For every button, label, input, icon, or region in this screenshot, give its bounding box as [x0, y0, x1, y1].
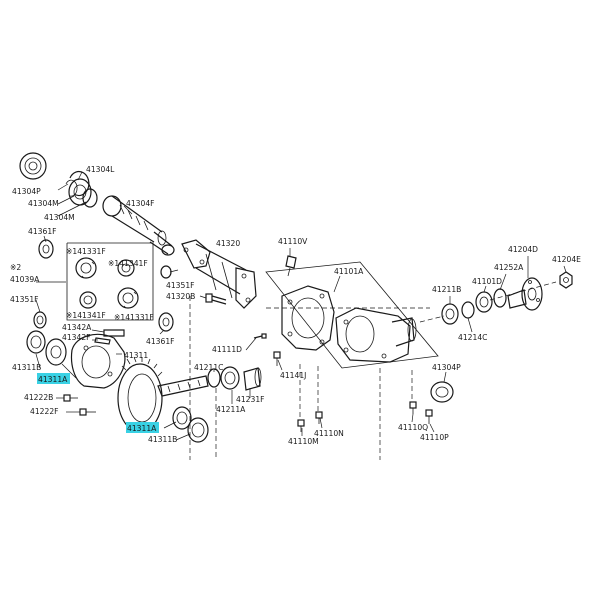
label-41342f[interactable]: 41342F [62, 333, 91, 342]
spacer-41304m[interactable] [82, 188, 98, 208]
bolt-41320b[interactable] [205, 293, 227, 305]
label-41311a-bottom[interactable]: 41311A [127, 424, 157, 433]
bolt-41110n[interactable] [315, 411, 323, 424]
label-41331f-b[interactable]: ※141331F [114, 313, 154, 322]
pinion-gear-41341f-b[interactable] [79, 291, 97, 309]
label-41304m-a[interactable]: 41304M [28, 199, 59, 208]
highlight-41311a-bottom [126, 422, 159, 433]
bolt-41110q[interactable] [409, 401, 417, 414]
carrier-housing-half-b[interactable] [335, 307, 417, 363]
label-41311b-left[interactable]: 41311B [12, 363, 41, 372]
bearing-cone-41311a-left[interactable] [45, 338, 67, 366]
label-41320b[interactable]: 41320B [166, 292, 195, 301]
bearing-41211b[interactable] [441, 303, 459, 325]
label-41331f-a[interactable]: ※141331F [66, 247, 106, 256]
axle-tube-41320[interactable] [181, 239, 257, 309]
washer-41361f-mid[interactable] [158, 312, 174, 332]
bearing-cup-41311b-left[interactable] [26, 330, 46, 354]
leader-lines [35, 171, 567, 441]
flange-41204d[interactable] [507, 277, 543, 311]
bearing-cone-41311a-bottom[interactable] [172, 406, 192, 430]
label-41211b[interactable]: 41211B [432, 285, 461, 294]
bearing-41304p-right[interactable] [430, 381, 454, 403]
washer-41351f-mid[interactable] [160, 265, 172, 279]
snap-ring-41304l[interactable] [65, 170, 90, 197]
seal-41252a[interactable] [493, 288, 507, 308]
alignment-lines [189, 281, 557, 460]
label-41304p-right[interactable]: 41304P [432, 363, 461, 372]
stud-41111d[interactable] [253, 333, 267, 339]
highlight-41311a-left [37, 373, 70, 384]
label-41211c[interactable]: 41211C [194, 363, 223, 372]
carrier-housing-half-a[interactable] [281, 285, 335, 351]
spacer-41231f[interactable] [243, 367, 262, 391]
pinion-shaft-41342a[interactable] [103, 329, 125, 337]
label-41304p-top[interactable]: 41304P [12, 187, 41, 196]
ring-gear[interactable] [117, 356, 163, 433]
label-41214c[interactable]: 41214C [458, 333, 487, 342]
label-41231f[interactable]: 41231F [236, 395, 265, 404]
label-41110p[interactable]: 41110P [420, 433, 449, 442]
bearing-41304m[interactable] [68, 178, 92, 206]
label-41304f[interactable]: 41304F [126, 199, 155, 208]
bolt-41222b[interactable] [63, 394, 78, 402]
bolt-41222f[interactable] [79, 408, 96, 416]
label-41222f[interactable]: 41222F [30, 407, 59, 416]
bolt-41110p[interactable] [425, 409, 433, 424]
nut-41204e[interactable] [559, 271, 573, 289]
label-41101a[interactable]: 41101A [334, 267, 364, 276]
label-41110n[interactable]: 41110N [314, 429, 344, 438]
drive-pinion-shaft[interactable] [157, 375, 209, 397]
label-41204e[interactable]: 41204E [552, 255, 581, 264]
bolt-41141j[interactable] [273, 351, 281, 366]
side-gear-41331f-a[interactable] [75, 257, 97, 279]
washer-41361f-top[interactable] [38, 239, 54, 259]
label-41311a-left[interactable]: 41311A [38, 375, 68, 384]
label-41361f-top[interactable]: 41361F [28, 227, 57, 236]
label-41351f-mid[interactable]: 41351F [166, 281, 195, 290]
label-41304m-b[interactable]: 41304M [44, 213, 75, 222]
label-41342a[interactable]: 41342A [62, 323, 92, 332]
oil-seal-41304p[interactable] [19, 152, 47, 180]
label-41351f-left[interactable]: 41351F [10, 295, 39, 304]
breather-41110v[interactable] [285, 255, 297, 277]
label-41361f-mid[interactable]: 41361F [146, 337, 175, 346]
bolt-41110m[interactable] [297, 419, 305, 432]
label-41110m[interactable]: 41110M [288, 437, 319, 446]
label-41311b-bottom[interactable]: 41311B [148, 435, 177, 444]
label-41110v[interactable]: 41110V [278, 237, 308, 246]
side-gear-41331f-b[interactable] [117, 287, 139, 309]
label-41039a[interactable]: 41039A [10, 275, 40, 284]
label-41252a[interactable]: 41252A [494, 263, 524, 272]
washer-41211c[interactable] [207, 368, 221, 388]
label-41141j[interactable]: 41141J [280, 371, 306, 380]
label-41222b[interactable]: 41222B [24, 393, 53, 402]
part-labels: 41304L 41304P 41304M 41304M 41304F 41361… [10, 165, 581, 446]
differential-case-41311[interactable] [70, 333, 126, 389]
bearing-41211a[interactable] [220, 366, 240, 390]
label-41211a[interactable]: 41211A [216, 405, 246, 414]
pinion-shaft-41304f[interactable] [102, 195, 175, 256]
label-41304l[interactable]: 41304L [86, 165, 115, 174]
spacer-41214c[interactable] [461, 301, 475, 319]
washer-41351f-left[interactable] [33, 311, 47, 329]
label-41341f-a[interactable]: ※141341F [108, 259, 148, 268]
pin-41342f[interactable] [94, 337, 111, 345]
carrier-housing-frame [265, 261, 439, 369]
label-note2[interactable]: ※2 [10, 263, 21, 272]
differential-gear-kit[interactable] [66, 242, 154, 321]
label-41320[interactable]: 41320 [216, 239, 240, 248]
bearing-cup-41311b-bottom[interactable] [187, 417, 209, 443]
pinion-gear-41341f-a[interactable] [117, 259, 135, 277]
bearing-41101d[interactable] [475, 291, 493, 313]
label-41110q[interactable]: 41110Q [398, 423, 428, 432]
label-41204d[interactable]: 41204D [508, 245, 538, 254]
label-41101d[interactable]: 41101D [472, 277, 502, 286]
label-41311[interactable]: 41311 [124, 351, 148, 360]
label-41111d[interactable]: 41111D [212, 345, 242, 354]
label-41341f-b[interactable]: ※141341F [66, 311, 106, 320]
